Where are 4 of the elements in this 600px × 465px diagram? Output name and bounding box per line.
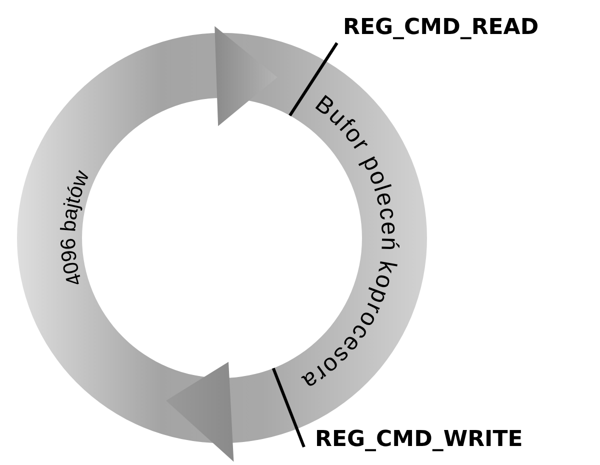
- register-label: REG_CMD_WRITE: [315, 427, 523, 453]
- leader-line: [288, 42, 338, 116]
- leader-line: [272, 368, 306, 448]
- register-label: REG_CMD_READ: [343, 15, 539, 41]
